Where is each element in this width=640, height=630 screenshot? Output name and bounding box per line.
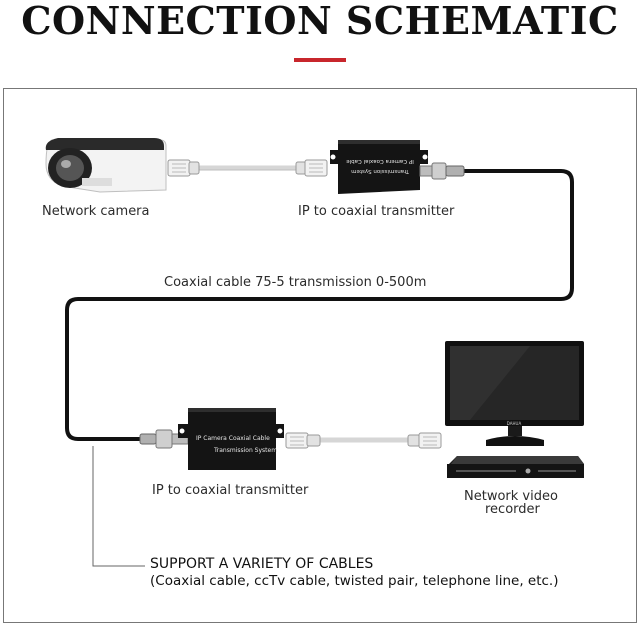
diagram-frame [3,88,637,623]
bnc-connector-icon [419,162,465,180]
coaxial-cable [65,169,574,441]
title-accent-bar [294,58,346,62]
transmitter-bottom-label: IP to coaxial transmitter [152,483,309,498]
coaxial-cable-label: Coaxial cable 75-5 transmission 0-500m [164,275,427,290]
rj45-connector-icon [295,159,328,177]
support-subtitle: (Coaxial cable, ccTv cable, twisted pair… [150,573,559,589]
device-label: IP Camera Coaxial Cable [196,435,270,442]
device-label: IP Camera Coaxial Cable [346,158,414,164]
transmitter-box-icon: IP Camera Coaxial Cable Transmission Sys… [178,408,284,470]
transmitter-top-label: IP to coaxial transmitter [298,204,455,219]
device-label: Transmission System [213,447,277,454]
page-title: CONNECTION SCHEMATIC [21,0,619,43]
support-title: SUPPORT A VARIETY OF CABLES [150,556,374,572]
nvr-label-line2: recorder [485,502,540,517]
support-callout-line [92,446,145,567]
monitor-icon: DAHUA [445,341,584,446]
nvr-icon [447,456,584,478]
nvr-label-line1: Network video [464,489,558,504]
monitor-brand-label: DAHUA [507,421,522,426]
bnc-connector-icon [139,429,189,449]
rj45-connector-icon [167,159,200,177]
transmitter-box-icon: IP Camera Coaxial Cable Transmission Sys… [330,140,428,194]
network-camera-label: Network camera [42,204,150,219]
network-camera-icon [45,138,167,193]
rj45-connector-icon [285,432,321,449]
rj45-connector-icon [407,432,442,449]
network-cable-top [198,165,296,171]
device-label: Transmission System [351,168,410,174]
